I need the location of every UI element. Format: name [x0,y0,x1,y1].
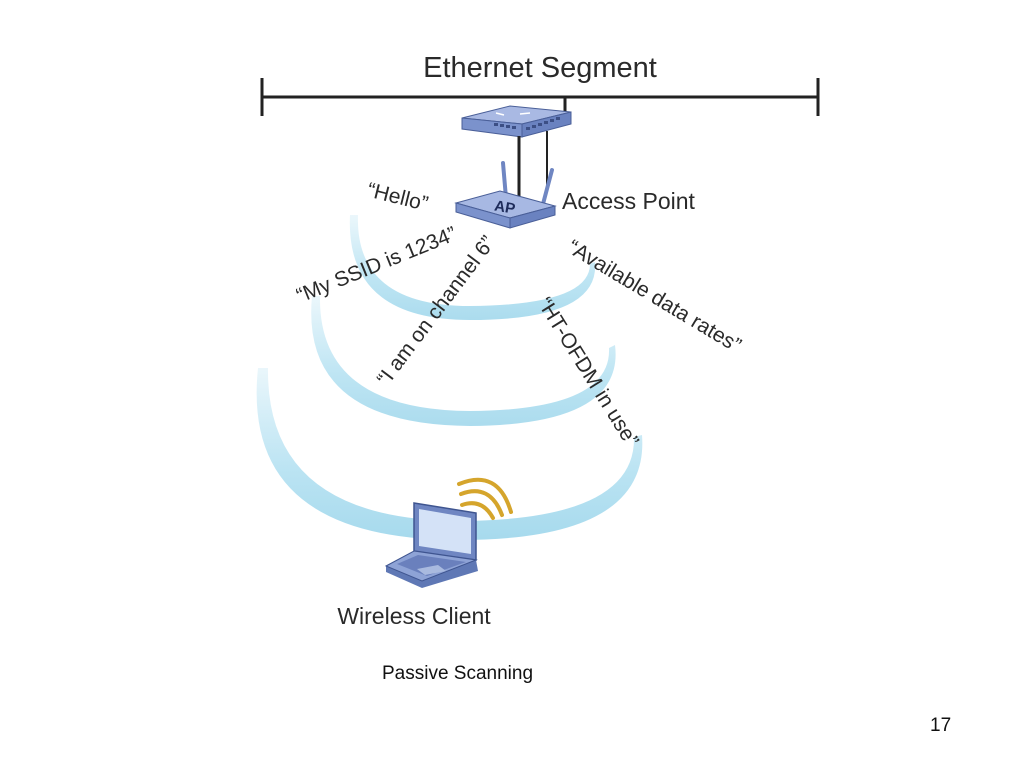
access-point-icon [454,161,557,229]
laptop-icon [384,502,478,588]
access-point-label: Access Point [562,188,696,214]
message-data-rates: “Available data rates” [563,236,745,358]
message-hello: “Hello” [365,179,431,216]
signal-icon [457,477,513,520]
ap-badge: AP [493,197,516,217]
ethernet-segment-label: Ethernet Segment [423,52,657,84]
switch-icon [461,105,572,138]
slide-caption: Passive Scanning [382,663,534,684]
page-number: 17 [930,715,952,736]
message-ht-ofdm: “HT-OFDM in use” [533,293,643,451]
wireless-client-label: Wireless Client [337,603,491,629]
